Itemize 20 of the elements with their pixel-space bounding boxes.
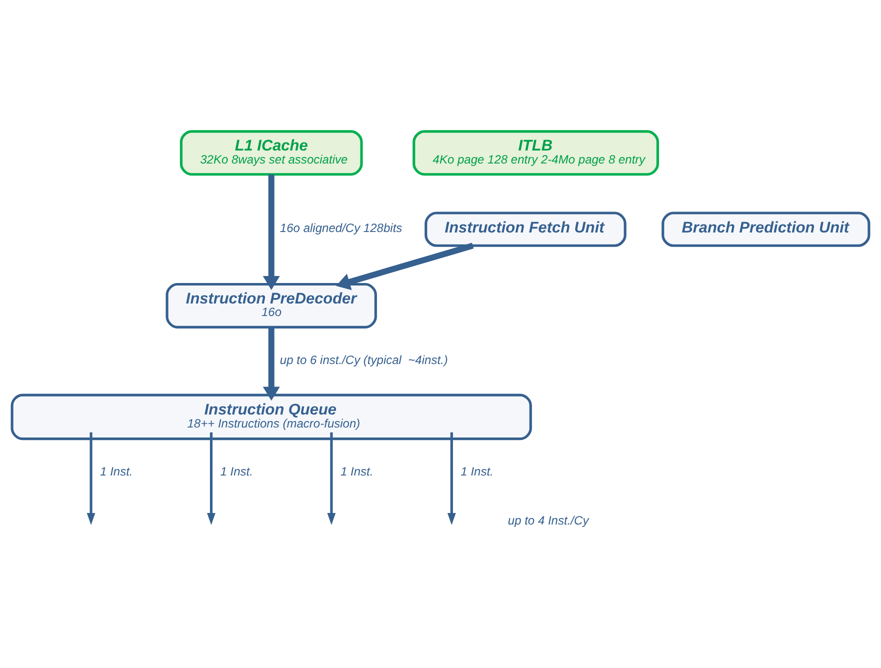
label: up to 4 Inst./Cy bbox=[508, 512, 589, 527]
edge-label: 1 Inst. bbox=[340, 464, 374, 478]
arrow bbox=[86, 432, 96, 524]
node-box: Instruction Queue 18++ Instructions (macro-fusion) bbox=[10, 393, 532, 440]
node-box: Branch Prediction Unit bbox=[662, 211, 870, 246]
edge-label: 1 Inst. bbox=[220, 464, 253, 478]
edge-label: up to 6 inst./Cy (typical ~4inst.) bbox=[280, 352, 448, 366]
edge-label: 1 Inst. bbox=[460, 464, 494, 478]
arrow bbox=[327, 432, 336, 524]
edge-label: 1 Inst. bbox=[100, 464, 133, 478]
node-box: Instruction PreDecoder 16o bbox=[166, 282, 377, 328]
arrow bbox=[262, 326, 280, 400]
edge-label: 16o aligned/Cy 128bits bbox=[280, 220, 402, 235]
arrow bbox=[262, 174, 280, 290]
node-box: ITLB 4Ko page 128 entry 2-4Mo page 8 entry bbox=[412, 130, 660, 176]
node-box: L1 ICache 32Ko 8ways set associative bbox=[180, 130, 363, 176]
arrow bbox=[336, 242, 474, 290]
arrow bbox=[447, 432, 456, 524]
arrow bbox=[207, 432, 216, 524]
node-box: Instruction Fetch Unit bbox=[424, 211, 626, 246]
